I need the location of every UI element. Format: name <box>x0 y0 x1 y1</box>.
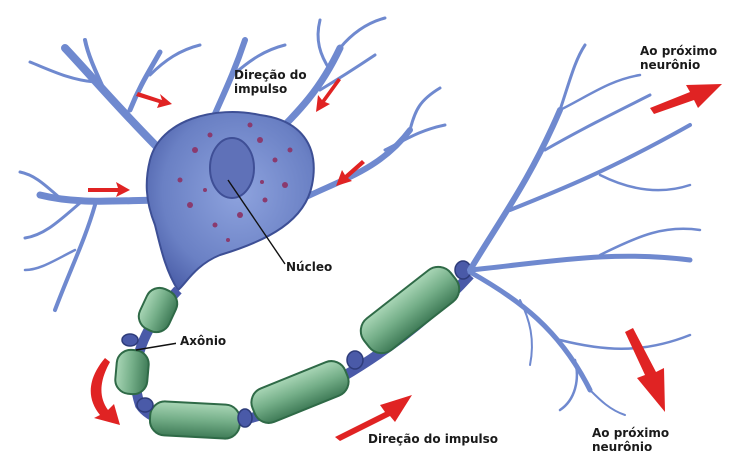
next-neuron-label-bottom: Ao próximo neurônio <box>592 426 669 454</box>
next-neuron-label-top: Ao próximo neurônio <box>640 44 717 72</box>
impulse-direction-label-bottom: Direção do impulso <box>368 432 498 446</box>
axon-label: Axônio <box>176 332 230 350</box>
